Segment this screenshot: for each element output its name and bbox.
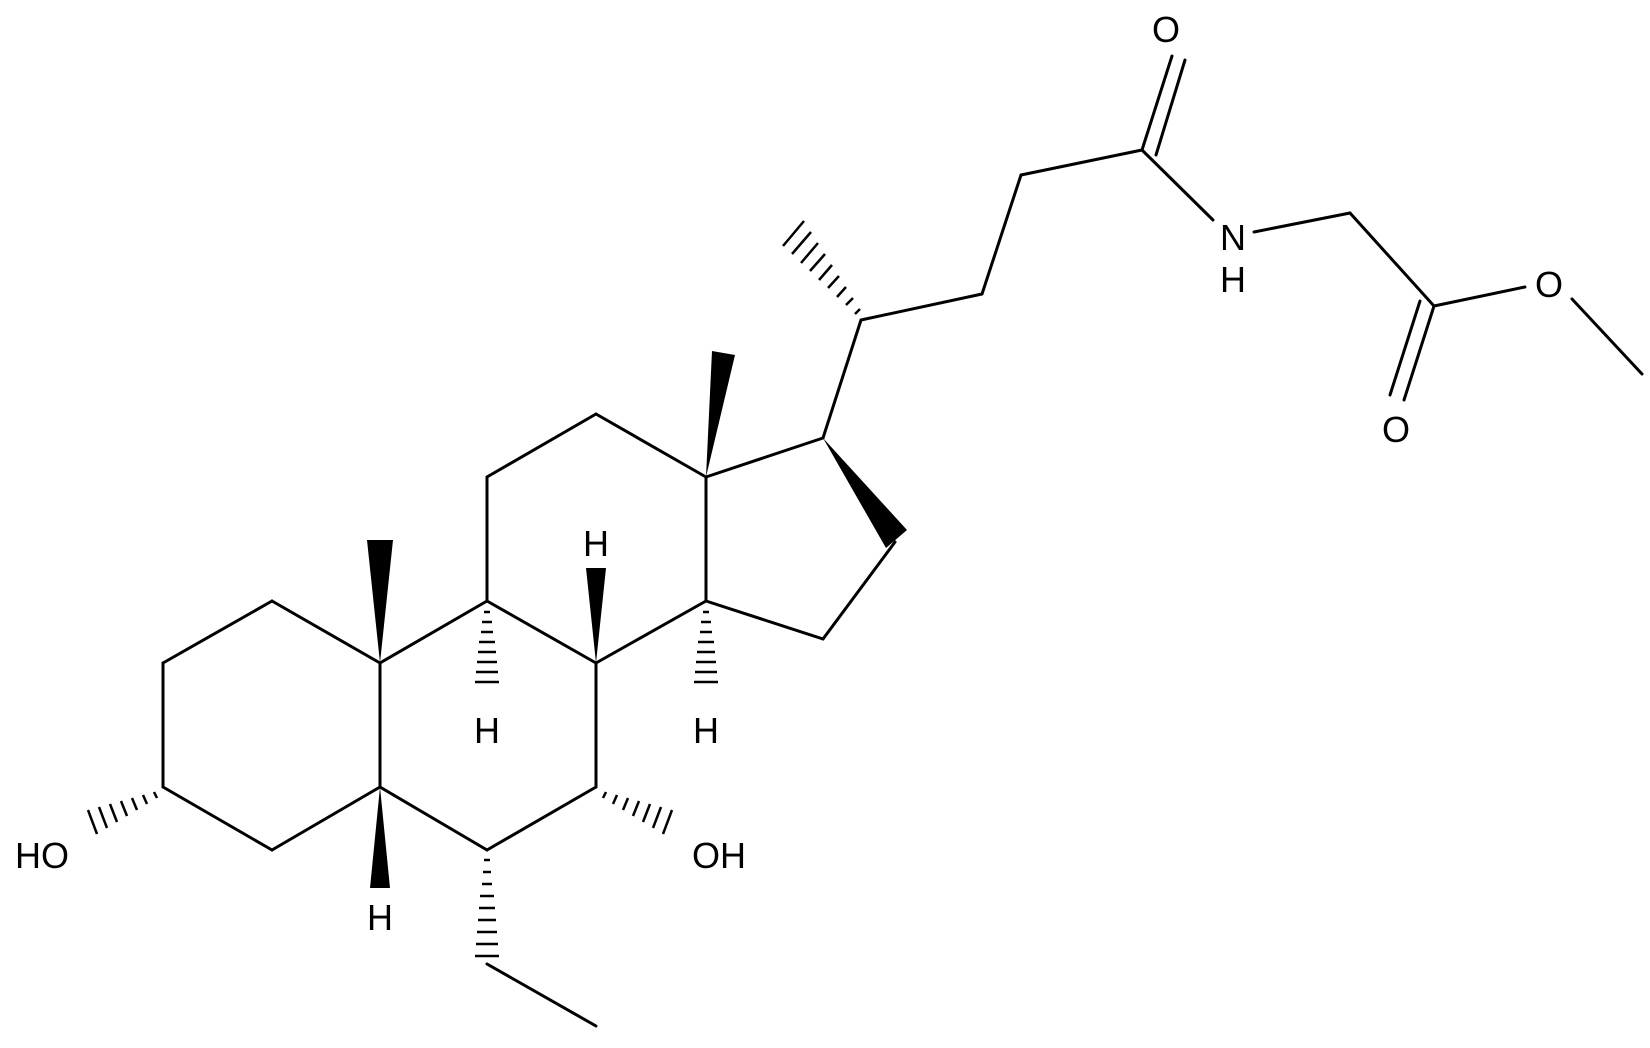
wedge-bonds <box>367 351 907 888</box>
hydroxyl-c7-label: OH <box>692 835 746 876</box>
ring-d <box>704 436 897 641</box>
amide-carbonyl-oxygen-label: O <box>1152 9 1180 50</box>
wedge-c13-methyl <box>706 351 735 477</box>
wedge-c5-h <box>370 787 390 888</box>
wedge-c17-ring <box>823 438 907 548</box>
atom-labels: O N H O O HO OH H H H H <box>15 9 1563 938</box>
h-c8-label: H <box>583 523 609 564</box>
ring-a <box>161 599 382 852</box>
h-c14-label: H <box>693 710 719 751</box>
double-bonds <box>1140 54 1436 402</box>
hash-bonds <box>86 220 861 958</box>
wedge-c8-h <box>586 568 606 663</box>
h-c9-label: H <box>474 710 500 751</box>
amide-hydrogen-label: H <box>1220 259 1246 300</box>
hydroxyl-c3-label: HO <box>15 835 69 876</box>
ester-oxygen-label: O <box>1535 264 1563 305</box>
ring-c <box>485 412 708 665</box>
h-c5-label: H <box>367 897 393 938</box>
ring-b <box>378 599 598 852</box>
ethyl-group <box>485 962 598 1028</box>
ester-carbonyl-oxygen-label: O <box>1382 409 1410 450</box>
side-chain <box>821 148 1644 440</box>
wedge-c10-methyl <box>367 540 393 663</box>
amide-nitrogen-label: N <box>1220 217 1246 258</box>
